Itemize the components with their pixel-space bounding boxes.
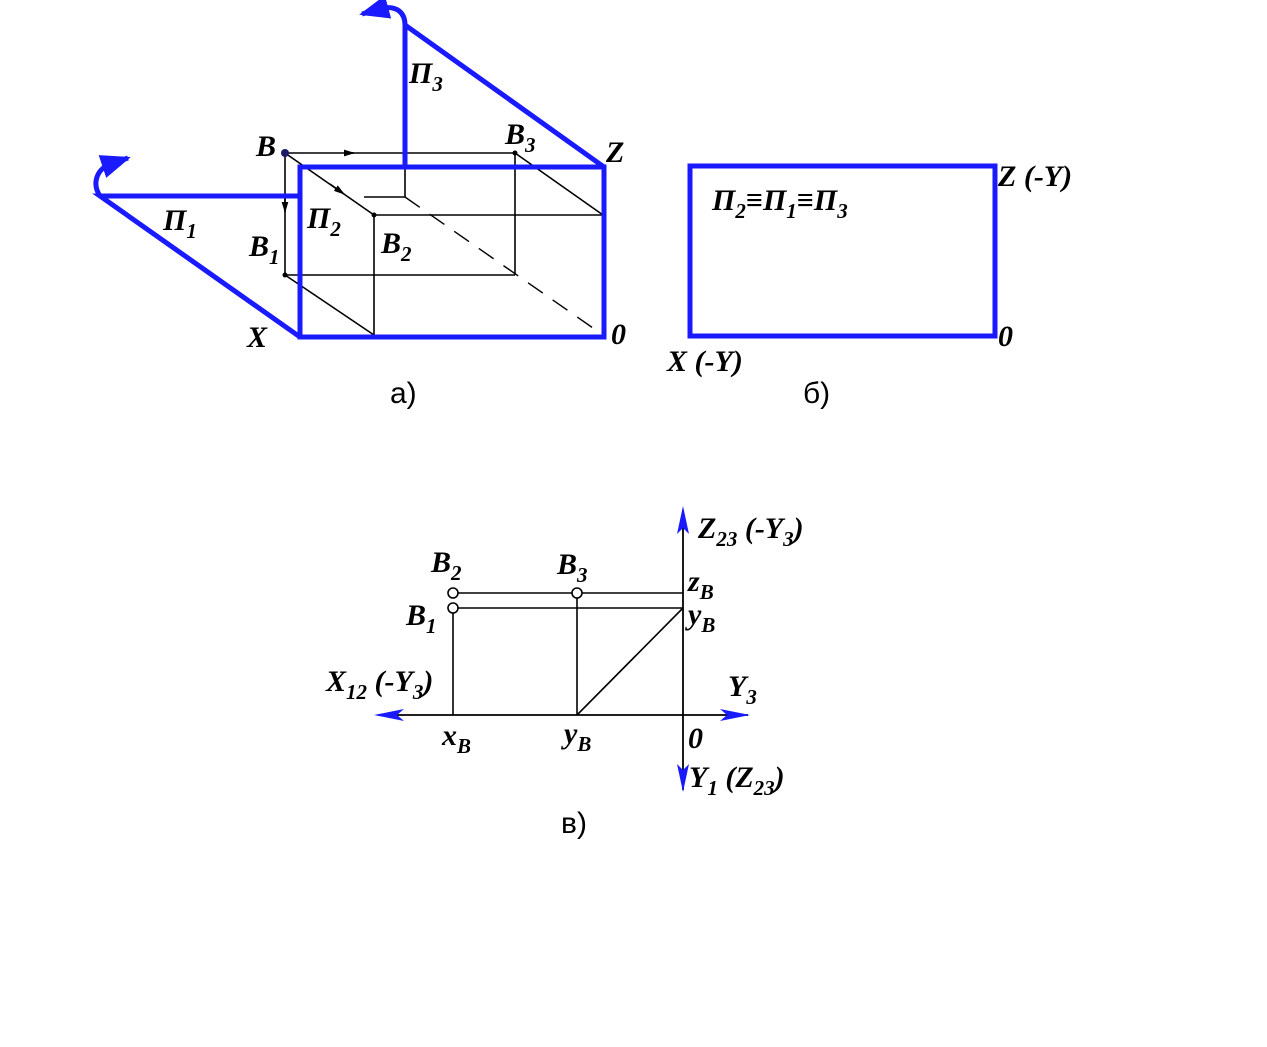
label-z23: Z23 (-Y3)	[697, 512, 804, 551]
point-b	[281, 149, 289, 157]
label-origin-b: 0	[998, 320, 1013, 353]
figure-b: П2≡П1≡П3 Z (-Y) X (-Y) 0 б)	[666, 160, 1072, 410]
point-b1-c	[447, 602, 459, 614]
axis-arrow-left-icon	[374, 709, 404, 721]
y-axis-dashed	[404, 196, 604, 336]
point-b2-c	[447, 587, 459, 599]
label-x-neg-y: X (-Y)	[666, 345, 743, 378]
figure-c: B2 B3 B1 Z23 (-Y3) X12 (-Y3) Y3 Y1 (Z23)…	[325, 506, 804, 840]
label-xb: xB	[441, 719, 471, 758]
label-p2: П2	[306, 202, 341, 241]
caption-b: б)	[803, 377, 830, 410]
plane-p2-frame	[297, 164, 607, 340]
point-b3-c	[571, 587, 583, 599]
label-yb-right: yB	[685, 598, 715, 637]
axis-arrow-right-icon	[720, 709, 750, 721]
point-b1	[282, 272, 288, 278]
label-b2: B2	[380, 227, 412, 266]
label-b1-c: B1	[405, 599, 437, 638]
label-origin-c: 0	[688, 722, 703, 755]
b-to-b2-line	[284, 152, 375, 216]
point-b2	[371, 212, 377, 218]
label-y3: Y3	[728, 670, 757, 709]
label-b1: B1	[248, 230, 280, 269]
label-yb-bottom: yB	[561, 717, 591, 756]
label-y1: Y1 (Z23)	[689, 761, 785, 800]
label-p1: П1	[162, 204, 197, 243]
label-z-neg-y: Z (-Y)	[997, 160, 1072, 193]
label-x: X	[246, 321, 268, 354]
label-b: B	[255, 130, 276, 163]
label-origin: 0	[611, 318, 626, 351]
label-b3-c: B3	[556, 548, 588, 587]
figure-a-construction-lines	[281, 149, 604, 336]
combined-planes-frame	[687, 163, 998, 339]
label-z: Z	[605, 136, 624, 169]
rotation-arrow-p1	[93, 155, 131, 198]
label-b2-c: B2	[430, 546, 462, 585]
label-coincident-planes: П2≡П1≡П3	[711, 184, 848, 223]
caption-c: в)	[561, 807, 587, 840]
b-to-b2-arrow	[329, 183, 345, 195]
figure-a-plane-edges	[92, 0, 607, 340]
rotation-arrow-p3	[359, 0, 408, 26]
axis-arrow-up-icon	[677, 506, 689, 534]
label-b3: B3	[504, 118, 536, 157]
axis-arrow-down-icon	[677, 764, 689, 792]
point-b3	[512, 150, 518, 156]
figure-a: B B3 B1 B2 П1 П2 П3 X Z 0 а)	[92, 0, 626, 410]
b3-diagonal	[514, 152, 604, 216]
transfer-diagonal	[576, 607, 684, 716]
label-x12: X12 (-Y3)	[325, 665, 433, 704]
label-zb: zB	[687, 565, 714, 604]
caption-a: а)	[390, 377, 417, 410]
label-p3: П3	[408, 57, 443, 96]
